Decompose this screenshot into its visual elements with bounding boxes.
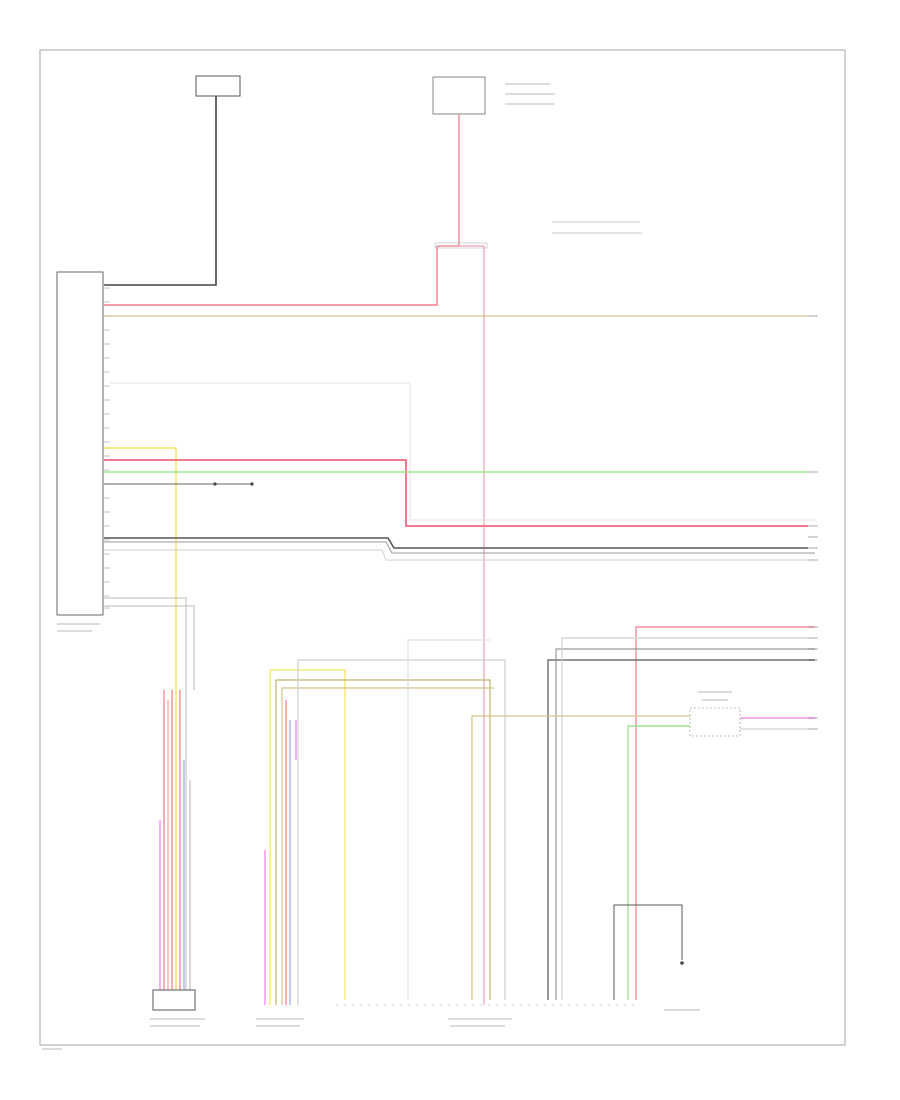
- fuse-box: [432, 76, 486, 115]
- wire-fuse-feed-red: [437, 114, 460, 247]
- left-harness: [159, 690, 191, 990]
- wire-fuse-feed-red-2: [459, 245, 485, 1005]
- right-harness: [471, 626, 815, 1000]
- wire-antenna-black: [104, 96, 217, 286]
- main-module: [56, 271, 104, 616]
- relay-ref-dot-2: [250, 482, 254, 486]
- wire-lower-gray-1: [104, 597, 187, 1000]
- wire-lower-gray-2: [104, 605, 195, 690]
- wire-yellow-down: [104, 447, 177, 1000]
- wire-gray-bus-2: [104, 541, 815, 554]
- wire-gray-bus-3: [104, 549, 815, 561]
- left-module: [152, 989, 196, 1011]
- wire-red-step: [104, 459, 815, 527]
- right-terminal-labels: [808, 315, 818, 730]
- center-left-harness: [264, 639, 506, 1005]
- wire-power-red-main: [104, 246, 438, 306]
- main-module-pin-ticks: [104, 287, 110, 609]
- top-antenna-box: [195, 75, 241, 97]
- relay-ref-dot: [213, 482, 217, 486]
- right-connector: [689, 707, 741, 737]
- fuse-junction: [434, 242, 488, 249]
- wire-gray-upper: [110, 382, 815, 521]
- ground-ref-bracket: [613, 904, 683, 1000]
- ground-ref-dot: [680, 961, 684, 965]
- diagram-frame: [39, 49, 846, 1046]
- wire-black-bus-1: [104, 537, 815, 549]
